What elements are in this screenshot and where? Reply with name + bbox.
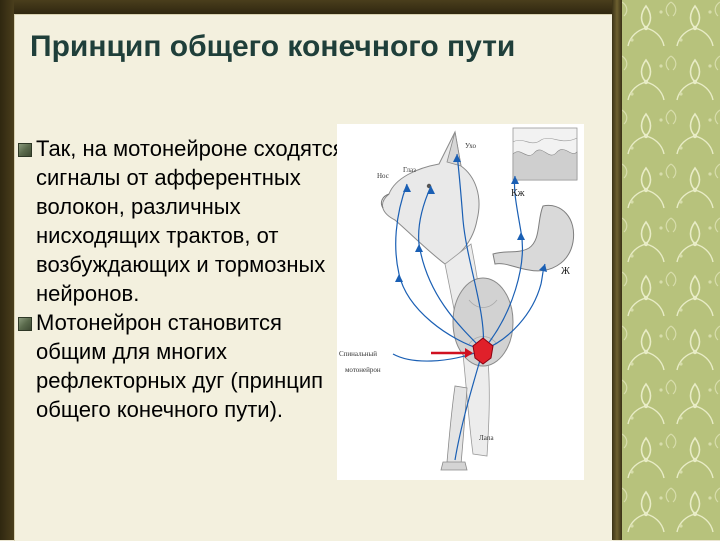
square-bullet-icon <box>18 317 32 331</box>
decorative-strip <box>612 0 622 540</box>
dog-leg-icon <box>447 386 467 464</box>
paw-label: Лапа <box>479 434 495 442</box>
ear-label: Ухо <box>465 142 476 150</box>
floral-pattern <box>622 0 720 540</box>
dog-nervous-system-illustration: Ухо Глаз Нос Кж Ж Спинальный мотонейрон … <box>337 124 584 480</box>
nose-label: Нос <box>377 172 389 180</box>
frame-top-border <box>0 0 622 14</box>
skin-section-icon <box>513 128 577 180</box>
bullet-list: Так, на мотонейроне сходятся сигналы от … <box>18 134 348 424</box>
dog-head-icon <box>382 132 479 264</box>
bullet-item: Так, на мотонейроне сходятся сигналы от … <box>18 134 348 308</box>
square-bullet-icon <box>18 143 32 157</box>
bullet-text: Так, на мотонейроне сходятся сигналы от … <box>36 134 348 308</box>
bullet-item: Мотонейрон становится общим для многих р… <box>18 308 348 424</box>
skin-label: Кж <box>511 188 525 199</box>
bullet-text: Мотонейрон становится общим для многих р… <box>36 308 348 424</box>
frame-left-border <box>0 0 14 540</box>
spinal-motoneuron-label-line1: Спинальный <box>339 350 377 358</box>
slide-title: Принцип общего конечного пути <box>30 26 590 67</box>
common-final-path-diagram: Ухо Глаз Нос Кж Ж Спинальный мотонейрон … <box>337 124 584 480</box>
decorative-pattern-panel <box>622 0 720 540</box>
motoneuron-indicator-arrow <box>431 348 473 358</box>
stomach-icon <box>493 205 574 270</box>
stomach-label: Ж <box>561 266 570 277</box>
eye-label: Глаз <box>403 166 416 174</box>
spinal-motoneuron-label-line2: мотонейрон <box>345 366 381 374</box>
